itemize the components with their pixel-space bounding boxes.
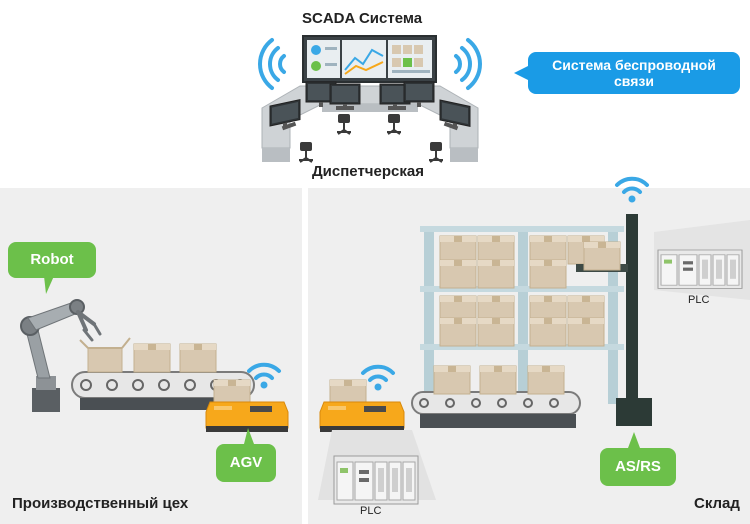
agv-callout-pointer <box>244 428 254 444</box>
warehouse-label: Склад <box>694 495 740 512</box>
robot-callout-pointer <box>44 276 54 294</box>
plc-unit-right <box>657 249 743 289</box>
plc-label-bottom: PLC <box>360 505 382 517</box>
conveyor-warehouse <box>411 365 581 428</box>
robot-callout: Robot <box>8 242 96 278</box>
wireless-callout: Система беспроводной связи <box>528 52 740 94</box>
plc-unit-bottom <box>333 455 419 505</box>
plc-label-right: PLC <box>688 294 710 306</box>
wireless-callout-pointer <box>514 66 528 80</box>
agv-vehicle-warehouse <box>319 379 405 432</box>
asrs-callout: AS/RS <box>600 448 676 486</box>
stacker-crane <box>576 214 652 426</box>
control-room <box>258 35 482 163</box>
robot-arm <box>20 299 102 412</box>
storage-rack <box>420 226 624 404</box>
conveyor-production <box>71 337 255 410</box>
production-label: Производственный цех <box>12 495 189 512</box>
scada-label: SCADA Система <box>302 10 423 27</box>
control-room-label: Диспетчерская <box>312 163 424 180</box>
agv-vehicle <box>205 379 289 432</box>
asrs-callout-pointer <box>628 432 640 448</box>
wireless-callout-line1: Система беспроводной <box>552 57 716 73</box>
agv-callout: AGV <box>216 444 276 482</box>
wireless-callout-line2: связи <box>614 73 654 89</box>
